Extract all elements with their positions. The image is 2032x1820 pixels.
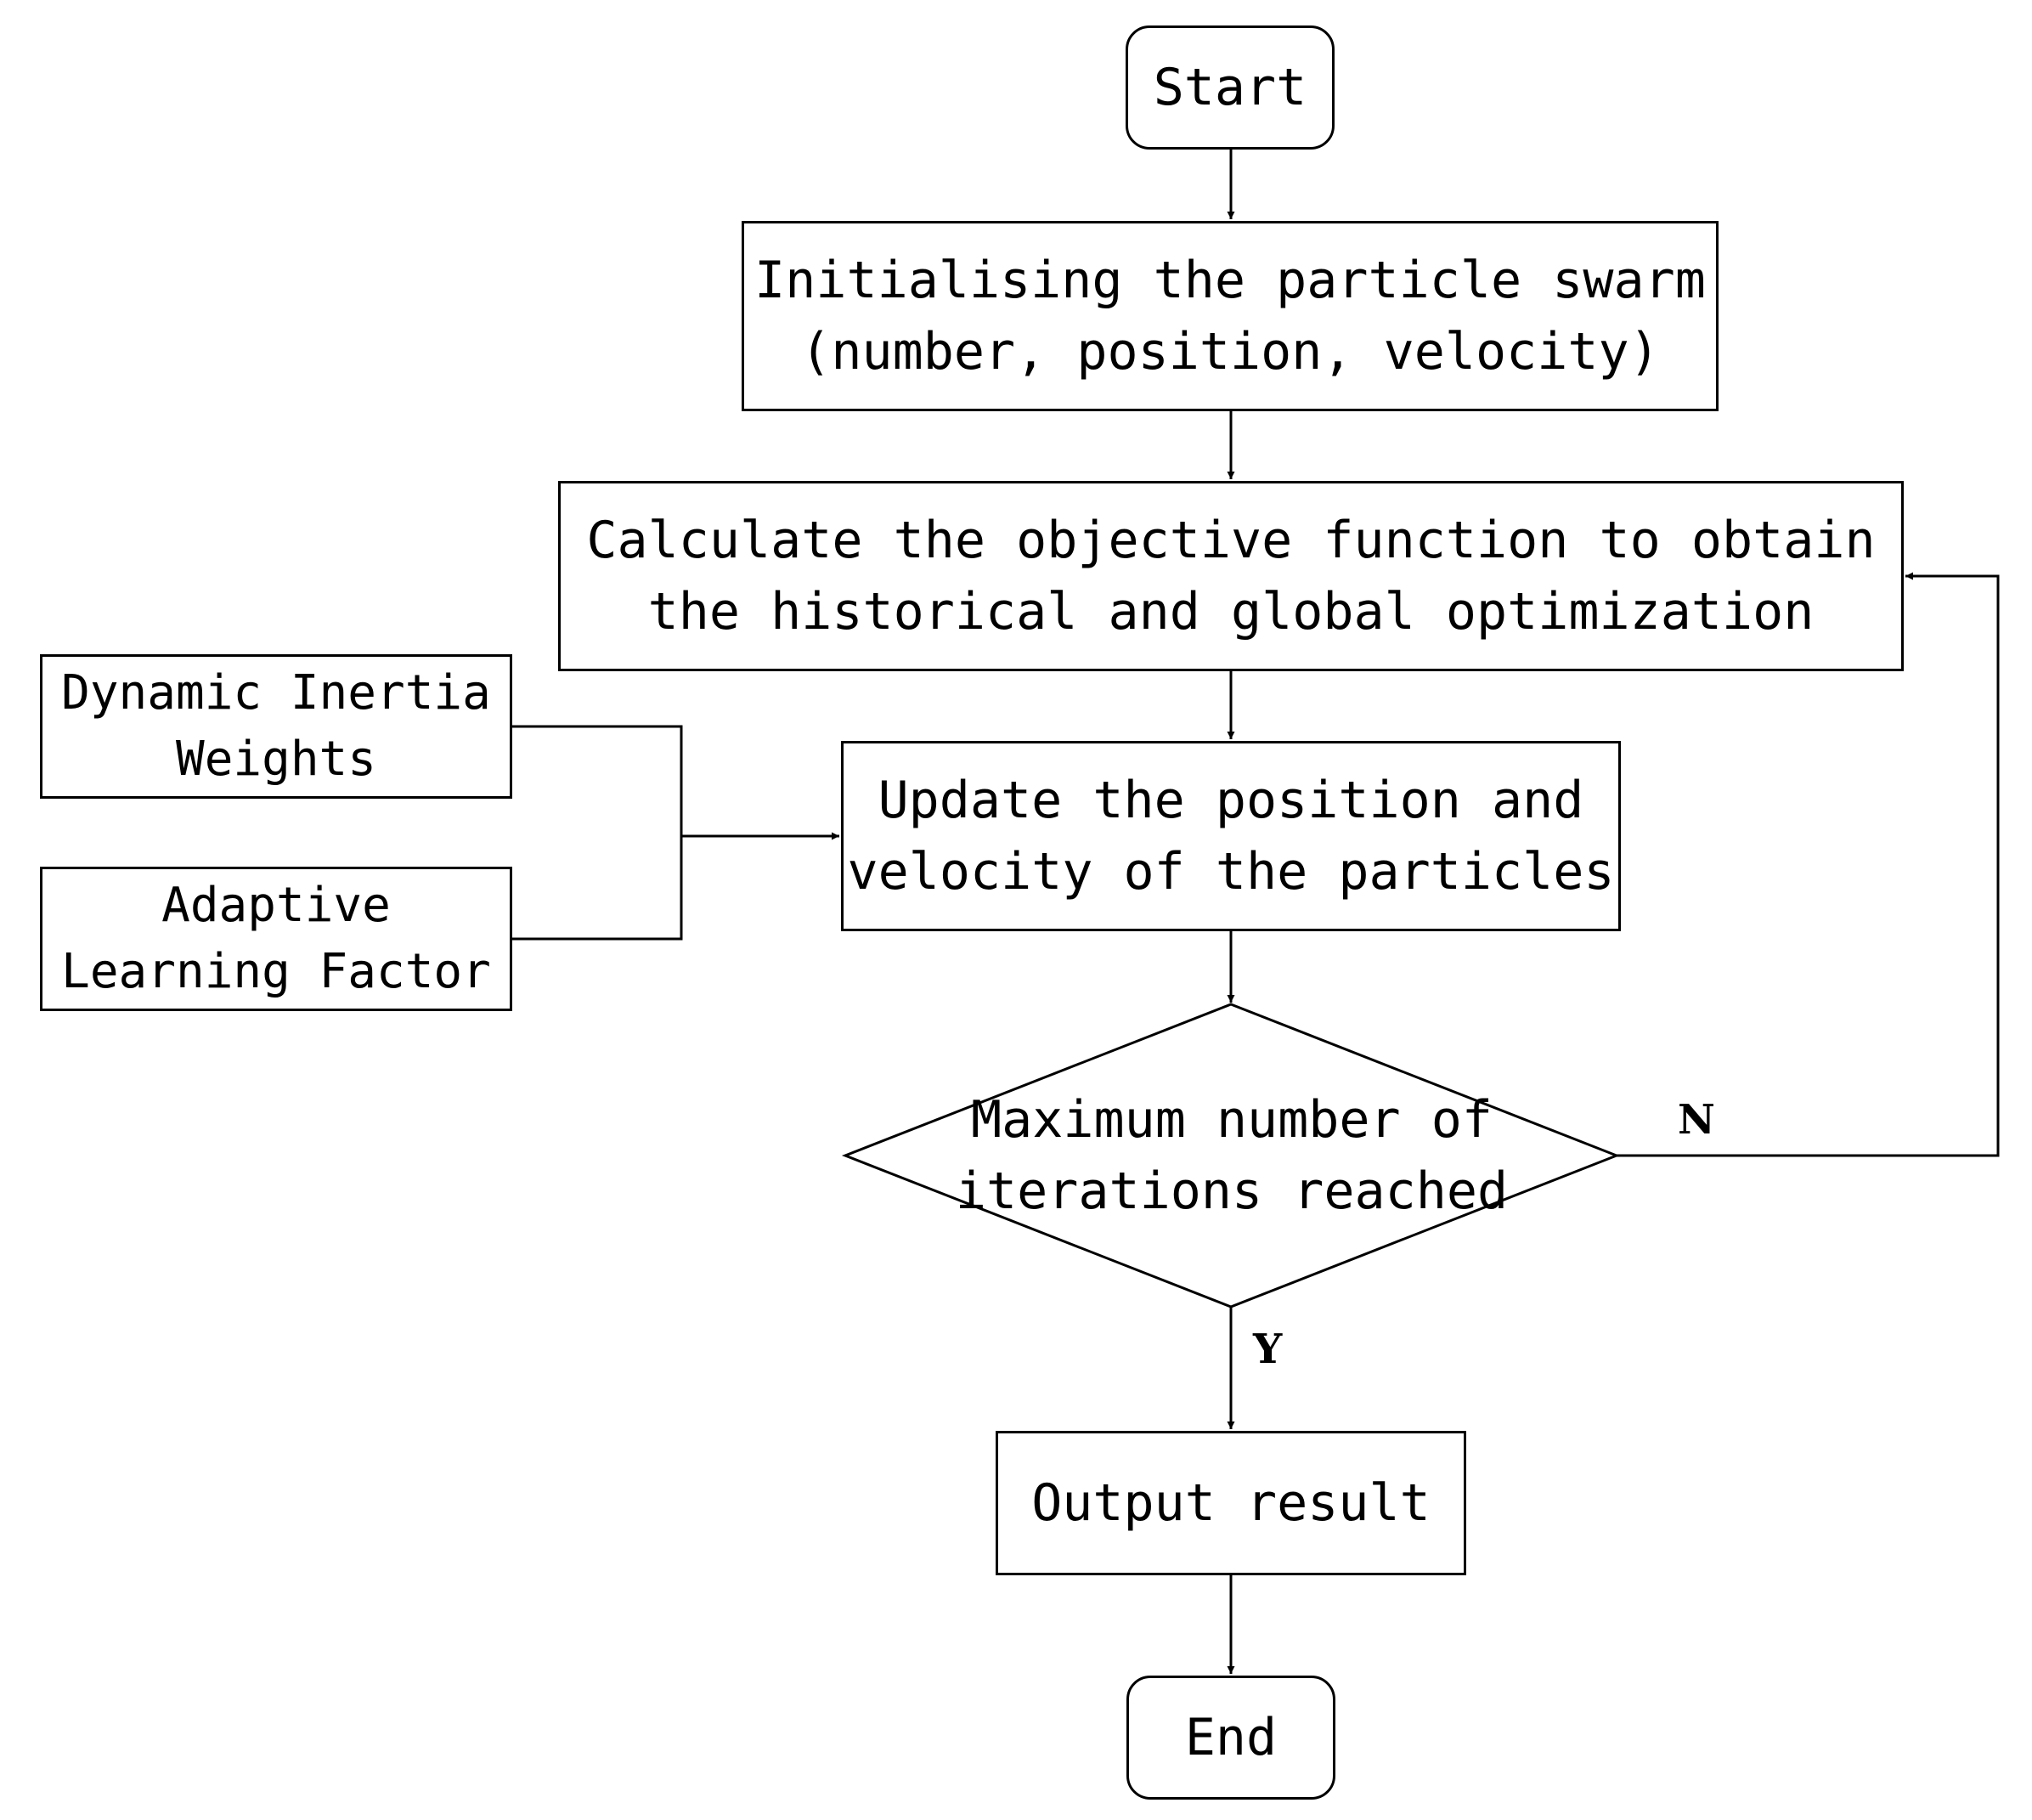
initialise-swarm-line-1: Initialising the particle swarm [754, 251, 1706, 310]
dynamic-inertia-weights-line-1: Dynamic Inertia [61, 664, 491, 721]
update-particles-line-1: Update the position and [878, 771, 1584, 830]
calculate-objective-box: Calculate the objective function to obta… [558, 481, 1904, 671]
output-result-text: Output result [1031, 1473, 1431, 1533]
adaptive-learning-factor-label: Adaptive Learning Factor [61, 873, 491, 1006]
max-iterations-line-2: iterations reached [955, 1162, 1509, 1221]
update-particles-line-2: velocity of the particles [847, 842, 1615, 902]
initialise-swarm-box: Initialising the particle swarm (number,… [742, 221, 1719, 411]
dynamic-inertia-weights-box: Dynamic Inertia Weights [40, 654, 512, 799]
end-node: End [1126, 1676, 1335, 1800]
initialise-swarm-label: Initialising the particle swarm (number,… [754, 245, 1706, 387]
adaptive-learning-factor-box: Adaptive Learning Factor [40, 867, 512, 1011]
dynamic-inertia-weights-line-2: Weights [175, 732, 376, 787]
no-branch-label: N [1678, 1096, 1715, 1144]
dynamic-inertia-weights-label: Dynamic Inertia Weights [61, 660, 491, 794]
max-iterations-decision-label: Maximum number of iterations reached [849, 1071, 1614, 1241]
start-text: Start [1153, 58, 1307, 117]
adaptive-learning-factor-line-2: Learning Factor [61, 944, 491, 999]
yes-branch-label: Y [1253, 1325, 1283, 1373]
output-result-box: Output result [996, 1431, 1466, 1575]
start-node: Start [1126, 25, 1335, 150]
arrow-decision-no-loop-to-calculate [1617, 572, 2000, 1157]
connector-inertia-to-merge [512, 725, 683, 941]
update-particles-label: Update the position and velocity of the … [847, 765, 1614, 907]
max-iterations-line-1: Maximum number of [970, 1090, 1493, 1150]
calculate-objective-line-1: Calculate the objective function to obta… [586, 511, 1876, 570]
calculate-objective-label: Calculate the objective function to obta… [586, 505, 1875, 647]
update-particles-box: Update the position and velocity of the … [841, 741, 1621, 931]
end-label: End [1185, 1702, 1277, 1773]
start-label: Start [1154, 52, 1307, 123]
output-result-label: Output result [1031, 1467, 1431, 1539]
initialise-swarm-line-2: (number, position, velocity) [800, 322, 1660, 382]
end-text: End [1184, 1708, 1278, 1767]
adaptive-learning-factor-line-1: Adaptive [161, 877, 391, 933]
calculate-objective-line-2: the historical and global optimization [647, 582, 1815, 642]
